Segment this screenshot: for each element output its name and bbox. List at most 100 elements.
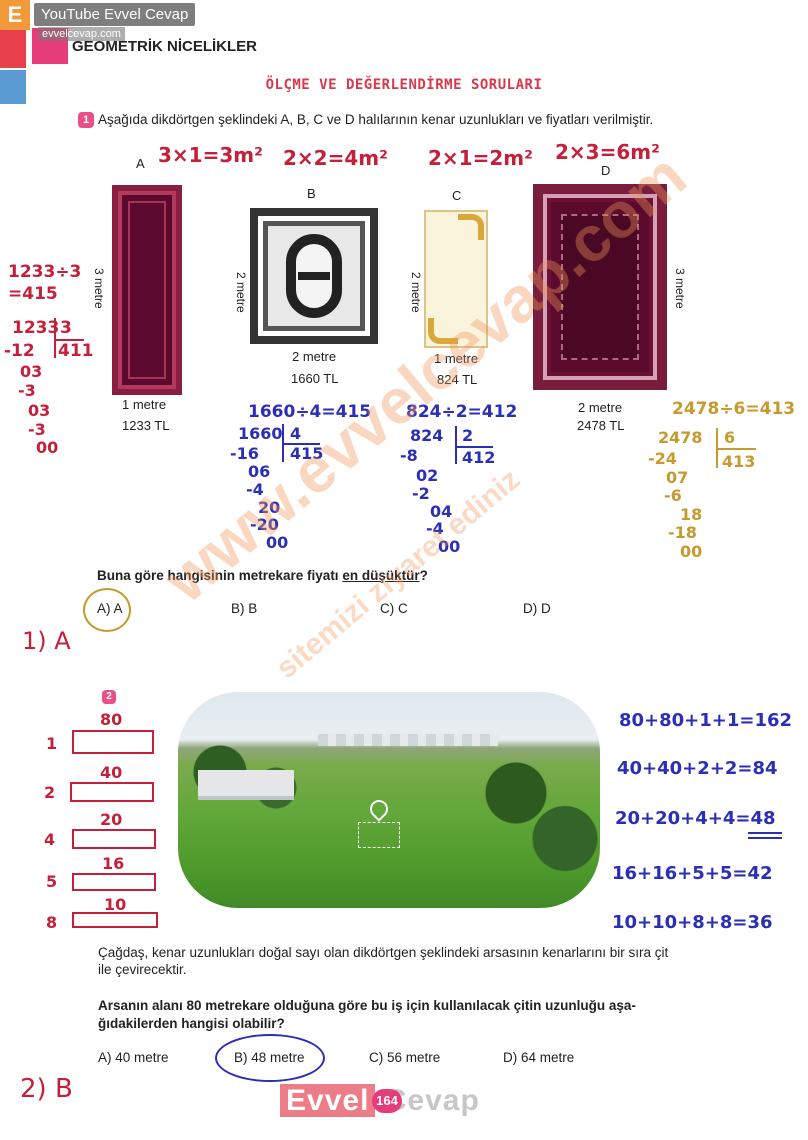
section-title: GEOMETRİK NİCELİKLER xyxy=(72,38,258,55)
long-division-d-line xyxy=(716,448,756,450)
handwriting-a-division: 1233÷3 xyxy=(8,262,82,282)
rug-c-image xyxy=(424,210,488,348)
question-1-prompt: Buna göre hangisinin metrekare fiyatı en… xyxy=(97,568,428,583)
rug-c-label: C xyxy=(452,188,462,203)
long-division-c-step4: 04 xyxy=(430,502,453,521)
rug-b-image xyxy=(250,208,378,344)
rug-b-side-length: 2 metre xyxy=(234,272,248,313)
rug-a-side-length: 3 metre xyxy=(92,268,106,309)
location-pin-icon xyxy=(366,796,392,822)
question-2-prompt-line2: ğıdakilerden hangisi olabilir? xyxy=(98,1016,285,1031)
question-1-prompt-end: ? xyxy=(419,568,428,583)
long-division-b-divisor: 4 xyxy=(290,424,302,443)
long-division-a-dividend: 1233 xyxy=(12,318,60,338)
side-color-bar-red xyxy=(0,30,26,68)
rug-b-pattern-center xyxy=(298,272,330,280)
long-division-a-step2: 03 xyxy=(20,362,43,381)
long-division-b-step2: 06 xyxy=(248,462,271,481)
land-photo xyxy=(178,692,600,908)
question-2-number: 2 xyxy=(102,690,116,704)
rug-b-width: 2 metre xyxy=(292,349,337,364)
handwriting-area-d: 2×3=6m² xyxy=(555,140,660,164)
q1-option-d[interactable]: D) D xyxy=(523,601,551,616)
long-division-c-bar xyxy=(455,426,457,464)
long-division-d-step2: 07 xyxy=(666,468,689,487)
photo-building xyxy=(198,770,294,796)
long-division-b-step1: -16 xyxy=(230,444,259,463)
long-division-b-line xyxy=(282,443,320,445)
q1-option-c[interactable]: C) C xyxy=(380,601,408,616)
q2-option-c[interactable]: C) 56 metre xyxy=(369,1050,441,1065)
perimeter-sum-3: 20+20+4+4=48 xyxy=(615,808,776,829)
handwriting-q1-answer: 1) A xyxy=(22,627,71,655)
q2-option-a[interactable]: A) 40 metre xyxy=(98,1050,169,1065)
long-division-d-dividend: 2478 xyxy=(658,428,703,447)
long-division-c-step1: -8 xyxy=(400,446,418,465)
rug-c-price: 824 TL xyxy=(437,372,478,387)
rug-d-pattern xyxy=(561,214,639,360)
rug-b-price: 1660 TL xyxy=(291,371,339,386)
rug-a-price: 1233 TL xyxy=(122,418,170,433)
rug-a-label: A xyxy=(136,156,145,171)
long-division-b-step4: 20 xyxy=(258,498,281,517)
perimeter-sum-2: 40+40+2+2=84 xyxy=(617,758,778,779)
handwriting-b-division: 1660÷4=415 xyxy=(248,402,372,422)
long-division-c-step2: 02 xyxy=(416,466,439,485)
rug-a-image xyxy=(112,185,182,395)
handwriting-area-c: 2×1=2m² xyxy=(428,146,533,170)
rug-a-width: 1 metre xyxy=(122,397,167,412)
long-division-a-remainder: 00 xyxy=(36,438,59,457)
photo-trees-right xyxy=(460,754,600,884)
long-division-c-remainder: 00 xyxy=(438,537,461,556)
long-division-c-step3: -2 xyxy=(412,484,430,503)
long-division-d-remainder: 00 xyxy=(680,542,703,561)
rug-c-side-length: 2 metre xyxy=(409,272,423,313)
rect-3-sketch xyxy=(72,829,156,849)
handwriting-d-division: 2478÷6=413 xyxy=(672,399,796,419)
question-1-prompt-start: Buna göre hangisinin metrekare fiyatı xyxy=(97,568,343,583)
rect-5-side-length: 8 xyxy=(46,913,58,932)
long-division-a-step4: 03 xyxy=(28,401,51,420)
long-division-a-line xyxy=(54,339,84,341)
question-1-prompt-emphasis: en düşüktür xyxy=(342,568,420,583)
footer-watermark-left: Evvel xyxy=(280,1084,376,1117)
perimeter-sum-1: 80+80+1+1=162 xyxy=(619,710,793,731)
long-division-a-quotient: 411 xyxy=(58,341,94,361)
long-division-c-dividend: 824 xyxy=(410,426,444,445)
long-division-d-step1: -24 xyxy=(648,449,677,468)
footer-watermark: Evvel Cevap xyxy=(280,1084,480,1118)
handwriting-area-a: 3×1=3m² xyxy=(158,143,263,167)
long-division-b-step5: -20 xyxy=(250,515,279,534)
rect-4-top-length: 16 xyxy=(102,854,125,873)
question-2-prompt: Arsanın alanı 80 metrekare olduğuna göre… xyxy=(98,997,688,1033)
handwriting-area-b: 2×2=4m² xyxy=(283,146,388,170)
long-division-c-divisor: 2 xyxy=(462,426,474,445)
long-division-d-step5: -18 xyxy=(668,523,697,542)
rug-d-image xyxy=(533,184,667,390)
perimeter-sum-5: 10+10+8+8=36 xyxy=(612,912,773,933)
rect-3-top-length: 20 xyxy=(100,810,123,829)
rect-3-side-length: 4 xyxy=(44,830,56,849)
handwriting-a-result: =415 xyxy=(8,284,58,304)
perimeter-sum-3-underline xyxy=(748,832,782,834)
long-division-c-line xyxy=(455,446,493,448)
q2-option-d[interactable]: D) 64 metre xyxy=(503,1050,575,1065)
photo-plot-outline xyxy=(358,822,400,848)
rect-1-sketch xyxy=(72,730,154,754)
rect-5-top-length: 10 xyxy=(104,895,127,914)
rect-2-top-length: 40 xyxy=(100,763,123,782)
perimeter-sum-4: 16+16+5+5=42 xyxy=(612,863,773,884)
question-1-body: Aşağıda dikdörtgen şeklindeki A, B, C ve… xyxy=(98,112,654,127)
page-number: 164 xyxy=(372,1089,402,1113)
watermark-youtube: YouTube Evvel Cevap xyxy=(34,3,196,26)
q1-option-b[interactable]: B) B xyxy=(231,601,258,616)
handwriting-q2-answer: 2) B xyxy=(20,1074,73,1104)
q2-answer-circle xyxy=(215,1034,325,1082)
long-division-d-step3: -6 xyxy=(664,486,682,505)
page-heading: ÖLÇME VE DEĞERLENDİRME SORULARI xyxy=(265,77,543,93)
rug-d-side-length: 3 metre xyxy=(673,268,687,309)
long-division-b-dividend: 1660 xyxy=(238,424,283,443)
long-division-d-divisor: 6 xyxy=(724,428,736,447)
rect-2-sketch xyxy=(70,782,154,802)
